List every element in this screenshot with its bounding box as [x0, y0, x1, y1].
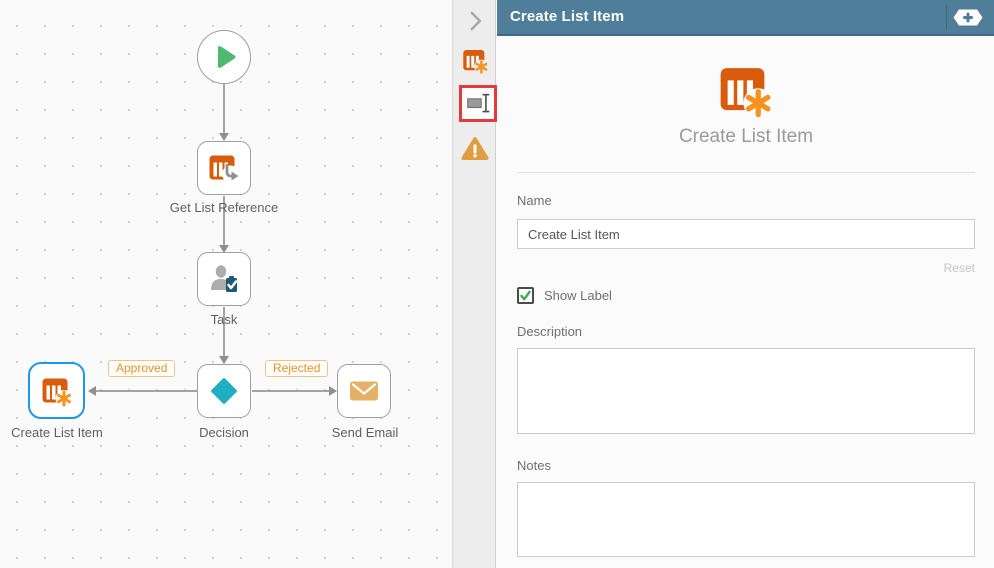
- node-label: Task: [210, 312, 238, 327]
- node-get-list-reference[interactable]: [197, 141, 251, 195]
- tab-warnings[interactable]: [453, 135, 497, 168]
- node-create-list-item[interactable]: [28, 362, 85, 419]
- panel-header: Create List Item: [497, 0, 994, 36]
- branch-label-approved[interactable]: Approved: [108, 360, 176, 377]
- arrowhead-right-icon: [329, 386, 337, 396]
- branch-label-rejected[interactable]: Rejected: [265, 360, 329, 377]
- node-label: Get List Reference: [169, 200, 279, 215]
- notes-textarea[interactable]: [517, 482, 975, 557]
- workflow-canvas[interactable]: Approved Rejected Get List R: [0, 0, 452, 568]
- sharepoint-list-item-icon: [718, 62, 774, 118]
- tab-item-properties[interactable]: [453, 47, 497, 79]
- warning-icon: [461, 135, 489, 168]
- text-field-icon[interactable]: [465, 90, 492, 117]
- decision-diamond-icon: [207, 374, 241, 408]
- annotation-highlight: [459, 85, 497, 122]
- connector-task-decision: [223, 307, 225, 357]
- connector-start-getlist: [223, 84, 225, 134]
- section-divider: [517, 172, 975, 173]
- play-icon: [207, 40, 241, 74]
- name-input[interactable]: [517, 219, 975, 249]
- node-label: Create List Item: [11, 425, 103, 440]
- node-start[interactable]: [197, 30, 251, 84]
- sharepoint-list-arrow-icon: [208, 152, 240, 184]
- add-tag-icon[interactable]: [953, 9, 983, 26]
- name-label: Name: [517, 193, 552, 208]
- description-label: Description: [517, 324, 583, 339]
- header-divider: [946, 5, 947, 30]
- reset-link[interactable]: Reset: [943, 261, 975, 275]
- show-label-checkbox[interactable]: [517, 287, 534, 304]
- panel-collapse-button[interactable]: [453, 8, 497, 39]
- connector-decision-createlistitem: [96, 390, 197, 392]
- connector-decision-sendemail: [252, 390, 330, 392]
- arrowhead-down-icon: [219, 356, 229, 364]
- step-title: Create List Item: [678, 126, 814, 147]
- panel-title: Create List Item: [510, 8, 625, 25]
- chevron-right-icon: [462, 8, 488, 39]
- user-task-icon: [208, 263, 240, 295]
- description-textarea[interactable]: [517, 348, 975, 434]
- node-task[interactable]: [197, 252, 251, 306]
- arrowhead-down-icon: [219, 245, 229, 253]
- sharepoint-list-item-icon: [41, 375, 73, 407]
- show-label-text: Show Label: [544, 288, 612, 303]
- arrowhead-down-icon: [219, 133, 229, 141]
- email-envelope-icon: [348, 375, 380, 407]
- sharepoint-list-item-icon: [462, 47, 489, 79]
- arrowhead-left-icon: [88, 386, 96, 396]
- node-send-email[interactable]: [337, 364, 391, 418]
- node-label: Send Email: [331, 425, 399, 440]
- notes-label: Notes: [517, 458, 551, 473]
- properties-icon-rail: [452, 0, 497, 568]
- node-decision[interactable]: [197, 364, 251, 418]
- properties-panel: Create List Item: [497, 0, 994, 568]
- node-label: Decision: [199, 425, 249, 440]
- connector-getlist-task: [223, 196, 225, 245]
